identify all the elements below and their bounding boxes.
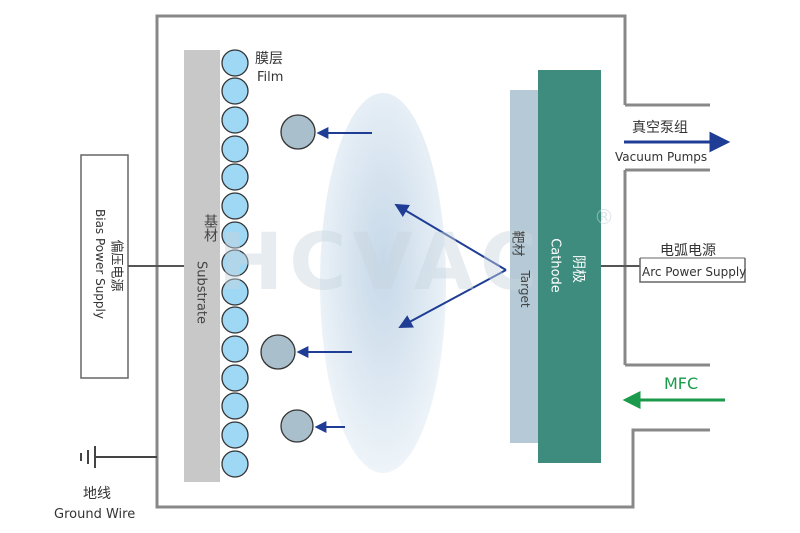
- vacuum-label-en: Vacuum Pumps: [615, 150, 708, 164]
- ion-2: [260, 334, 296, 370]
- substrate-label-cn: 基材: [202, 214, 218, 242]
- substrate-label-en: Substrate: [193, 260, 209, 325]
- film-particles: [221, 49, 249, 478]
- bias-label-en: Bias Power Supply: [93, 209, 107, 319]
- bias-power-box: [80, 154, 129, 379]
- cathode-block: [538, 70, 601, 463]
- film-label-en: Film: [257, 70, 284, 85]
- ion-3: [280, 409, 314, 443]
- ground-label-en: Ground Wire: [54, 507, 136, 522]
- ion-1: [280, 114, 316, 150]
- emission-arrows: [394, 203, 507, 328]
- registered-mark: ®: [594, 205, 614, 229]
- target-label-en: Target: [518, 270, 532, 308]
- mfc-label: MFC: [664, 374, 699, 393]
- cathode-label-en: Cathode: [547, 238, 563, 293]
- cathode-label-cn: 阴极: [570, 255, 586, 283]
- vacuum-label-cn: 真空泵组: [632, 120, 688, 136]
- target-plate: [510, 90, 540, 443]
- ion-arrows: [296, 127, 372, 433]
- chamber-wall: [155, 14, 710, 509]
- ground-label-cn: 地线: [83, 486, 111, 502]
- watermark: HCVAC: [218, 218, 544, 308]
- ground-symbol: [80, 446, 157, 468]
- film-label-cn: 膜层: [255, 51, 283, 67]
- arc-label-cn: 电弧电源: [660, 243, 716, 259]
- substrate-plate: [184, 50, 220, 482]
- incoming-ions: [260, 114, 316, 443]
- plasma-cloud: [320, 93, 446, 473]
- arc-power-box: [640, 244, 745, 282]
- arc-label-en: Arc Power Supply: [642, 265, 747, 279]
- bias-label-cn: 偏压电源: [108, 239, 124, 292]
